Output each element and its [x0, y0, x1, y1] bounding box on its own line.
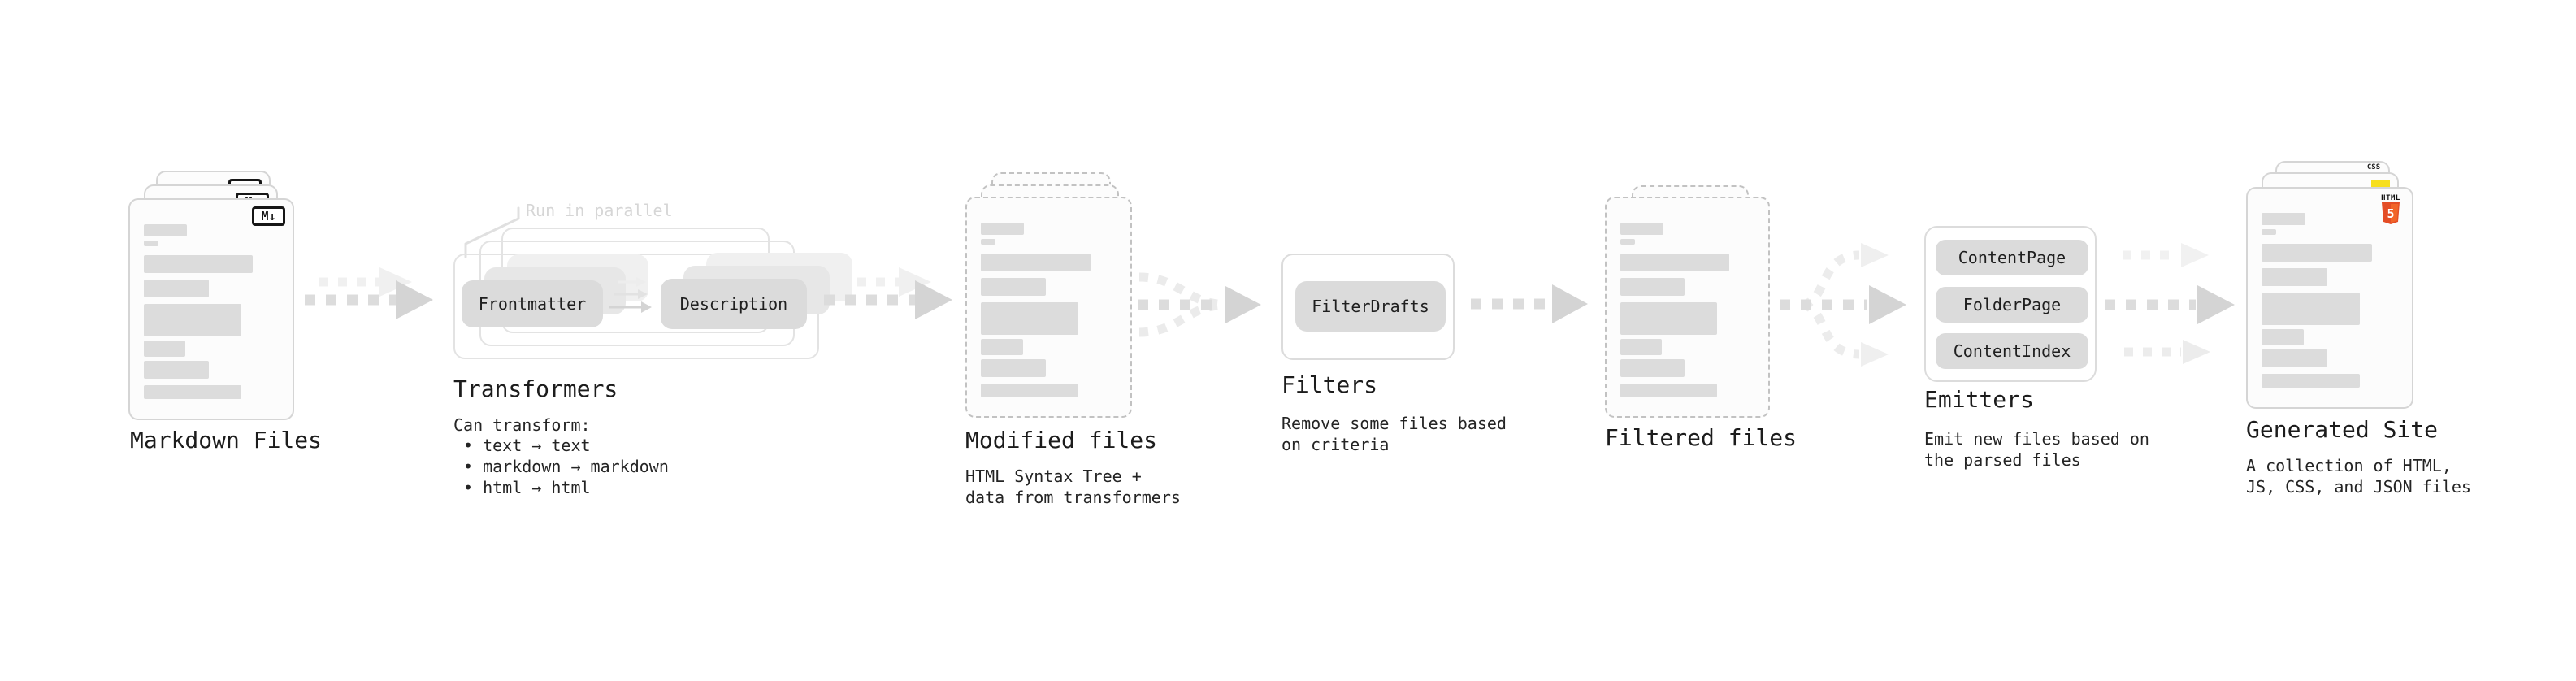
- placeholder-text-bar: [1620, 384, 1717, 397]
- placeholder-text-bar: [981, 359, 1047, 377]
- html5-shield: 5: [2382, 202, 2400, 224]
- placeholder-text-bar: [144, 280, 209, 297]
- placeholder-text-bar: [2262, 293, 2360, 325]
- stage-title-filtered-files: Filtered files: [1605, 424, 1798, 451]
- placeholder-text-bar: [144, 241, 159, 246]
- stage-title-filters: Filters: [1281, 371, 1378, 398]
- flow-arrow-modified-to-filters: [1138, 272, 1261, 337]
- file-content-bars: [144, 224, 279, 399]
- flow-arrow-emitters-to-generated: [2105, 243, 2235, 364]
- placeholder-text-bar: [981, 384, 1079, 397]
- flow-arrow-transformers-to-modified: [824, 267, 952, 319]
- filters-subtitle: Remove some files based on criteria: [1281, 413, 1507, 455]
- placeholder-text-bar: [1620, 359, 1685, 377]
- transform-bullet: • markdown → markdown: [463, 457, 669, 476]
- file-content-bars: [1620, 223, 1754, 397]
- placeholder-text-bar: [981, 223, 1025, 235]
- placeholder-text-bar: [1620, 254, 1729, 271]
- transform-bullet: • html → html: [463, 478, 591, 497]
- placeholder-text-bar: [981, 339, 1023, 355]
- stage-generated-site: CSS HTML 5: [2246, 161, 2445, 413]
- stage-filtered-files: [1605, 185, 1800, 429]
- subtitle-line: Remove some files based: [1281, 414, 1507, 433]
- css-badge-label: CSS: [2366, 163, 2381, 171]
- html5-icon: HTML 5: [2380, 194, 2401, 228]
- placeholder-text-bar: [144, 340, 186, 357]
- generated-site-subtitle: A collection of HTML, JS, CSS, and JSON …: [2246, 455, 2471, 497]
- transformers-bullet-list: • text → text • markdown → markdown • ht…: [463, 435, 669, 498]
- stage-modified-files: [965, 172, 1160, 424]
- placeholder-text-bar: [981, 302, 1079, 335]
- emitters-subtitle: Emit new files based on the parsed files: [1924, 428, 2149, 471]
- html5-label: HTML: [2381, 194, 2400, 202]
- subtitle-line: the parsed files: [1924, 450, 2081, 470]
- transform-bullet: • text → text: [463, 436, 591, 455]
- transformer-pill-frontmatter: Frontmatter: [462, 280, 603, 327]
- placeholder-text-bar: [2262, 229, 2277, 235]
- placeholder-text-bar: [2262, 268, 2327, 286]
- transformer-pill-description: Description: [661, 279, 807, 329]
- placeholder-text-bar: [1620, 278, 1685, 296]
- placeholder-text-bar: [1620, 239, 1636, 245]
- stage-title-markdown-files: Markdown Files: [130, 427, 323, 453]
- placeholder-text-bar: [2262, 374, 2360, 388]
- subtitle-line: Emit new files based on: [1924, 429, 2149, 449]
- transformers-note-heading: Can transform:: [453, 415, 591, 435]
- markdown-file-card-front: M↓: [128, 198, 294, 420]
- subtitle-line: data from transformers: [965, 488, 1181, 507]
- subtitle-line: JS, CSS, and JSON files: [2246, 477, 2471, 497]
- placeholder-text-bar: [2262, 349, 2327, 367]
- subtitle-line: HTML Syntax Tree +: [965, 466, 1142, 486]
- emitter-pill-folderpage: FolderPage: [1936, 287, 2088, 323]
- stage-title-emitters: Emitters: [1924, 386, 2034, 413]
- emitter-pill-contentpage: ContentPage: [1936, 240, 2088, 275]
- filter-pill-filterdrafts: FilterDrafts: [1295, 281, 1446, 332]
- placeholder-text-bar: [144, 304, 241, 336]
- stage-title-generated-site: Generated Site: [2246, 416, 2439, 443]
- placeholder-text-bar: [981, 254, 1091, 271]
- stage-title-modified-files: Modified files: [965, 427, 1158, 453]
- stage-title-transformers: Transformers: [453, 375, 618, 402]
- placeholder-text-bar: [981, 239, 996, 245]
- run-in-parallel-annotation: Run in parallel: [526, 201, 673, 220]
- svg-text:5: 5: [2387, 206, 2394, 221]
- subtitle-line: on criteria: [1281, 435, 1390, 454]
- stage-transformers: Frontmatter Description: [453, 228, 852, 359]
- file-content-bars: [981, 223, 1117, 397]
- stage-filters-box: FilterDrafts: [1281, 254, 1455, 360]
- flow-arrow-filters-to-filtered: [1471, 284, 1588, 323]
- filtered-file-card-front: [1605, 197, 1770, 418]
- placeholder-text-bar: [981, 278, 1047, 296]
- file-content-bars: [2262, 213, 2398, 388]
- placeholder-text-bar: [2262, 329, 2305, 345]
- emitter-pill-contentindex: ContentIndex: [1936, 333, 2088, 369]
- flow-arrow-markdown-to-transformers: [305, 267, 433, 319]
- placeholder-text-bar: [2262, 213, 2305, 225]
- modified-files-subtitle: HTML Syntax Tree + data from transformer…: [965, 466, 1181, 508]
- placeholder-text-bar: [1620, 339, 1663, 355]
- placeholder-text-bar: [144, 224, 188, 236]
- placeholder-text-bar: [144, 385, 241, 399]
- placeholder-text-bar: [144, 361, 209, 379]
- placeholder-text-bar: [1620, 302, 1717, 335]
- placeholder-text-bar: [144, 255, 254, 273]
- generated-file-card-html: HTML 5: [2246, 187, 2413, 409]
- markdown-icon: M↓: [252, 206, 285, 226]
- parallel-transform-arrows: [609, 277, 652, 313]
- modified-file-card-front: [965, 197, 1132, 418]
- stage-emitters-box: ContentPage FolderPage ContentIndex: [1924, 226, 2097, 382]
- stage-markdown-files: M↓ M↓ M↓: [128, 171, 323, 423]
- subtitle-line: A collection of HTML,: [2246, 456, 2452, 475]
- placeholder-text-bar: [2262, 244, 2373, 262]
- flow-arrow-filtered-to-emitters: [1780, 243, 1906, 367]
- annotation-connector-line: [464, 206, 520, 258]
- placeholder-text-bar: [1620, 223, 1663, 235]
